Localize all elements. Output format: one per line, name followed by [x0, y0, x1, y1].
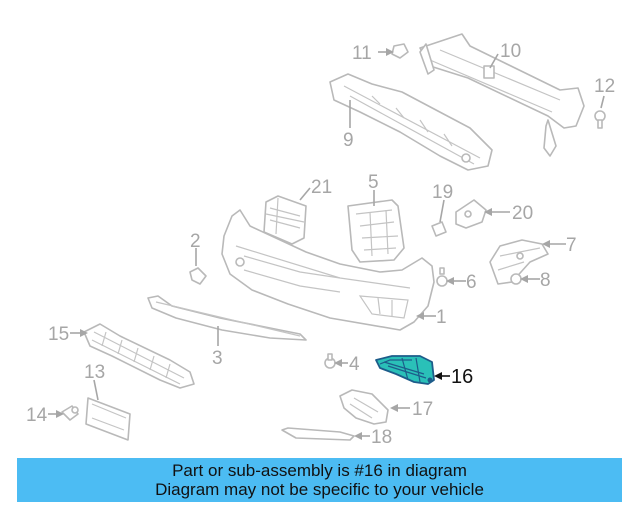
part-4-screw[interactable] [324, 353, 336, 369]
part-9-energy-absorber[interactable] [329, 73, 493, 171]
parts-diagram: 11 10 12 9 21 5 19 20 7 2 6 8 1 15 3 4 1… [26, 33, 615, 448]
part-11-clip[interactable] [391, 43, 409, 59]
callout-21: 21 [311, 177, 332, 198]
banner-line-2: Diagram may not be specific to your vehi… [155, 480, 484, 499]
part-17-fog-bezel[interactable] [339, 389, 389, 425]
part-6-screw[interactable] [436, 267, 448, 287]
part-16-fog-lamp-cover[interactable] [375, 355, 435, 385]
callout-14: 14 [26, 405, 48, 426]
callout-20: 20 [512, 203, 533, 224]
callout-19: 19 [432, 182, 453, 203]
leader-lines [48, 48, 605, 440]
part-20-bracket[interactable] [455, 199, 487, 229]
part-10-reinforcement-bar[interactable] [419, 33, 585, 157]
part-12-screw[interactable] [594, 110, 606, 129]
part-2-clip[interactable] [189, 267, 207, 285]
callout-9: 9 [343, 130, 354, 151]
callout-7: 7 [566, 235, 577, 256]
callout-3: 3 [212, 348, 223, 369]
part-18-trim-strip[interactable] [281, 427, 355, 441]
callout-18: 18 [371, 427, 392, 448]
part-14-clip[interactable] [61, 405, 79, 421]
callout-12: 12 [594, 76, 615, 97]
part-5-bracket[interactable] [347, 199, 405, 263]
banner-line-1: Part or sub-assembly is #16 in diagram [172, 461, 467, 480]
part-15-lower-grille[interactable] [83, 323, 195, 389]
callout-8: 8 [540, 270, 551, 291]
callout-17: 17 [412, 399, 433, 420]
callout-11: 11 [352, 43, 372, 64]
part-13-license-bracket[interactable] [85, 397, 131, 441]
callout-4: 4 [349, 354, 360, 375]
part-8-nut[interactable] [510, 273, 522, 285]
part-3-spoiler-strip[interactable] [147, 295, 307, 341]
part-19-clip[interactable] [431, 221, 447, 237]
callout-5: 5 [368, 172, 379, 193]
part-7-side-bracket[interactable] [489, 239, 549, 285]
callout-labels: 11 10 12 9 21 5 19 20 7 2 6 8 1 15 3 4 1… [26, 41, 615, 448]
callout-1: 1 [436, 307, 447, 328]
callout-15: 15 [48, 324, 69, 345]
callout-13: 13 [84, 362, 105, 383]
info-banner: Part or sub-assembly is #16 in diagram D… [17, 458, 622, 502]
callout-10: 10 [500, 41, 521, 62]
part-1-bumper-cover[interactable] [221, 209, 435, 331]
callout-16-highlighted: 16 [451, 366, 473, 388]
callout-2: 2 [190, 231, 201, 252]
callout-6: 6 [466, 272, 477, 293]
